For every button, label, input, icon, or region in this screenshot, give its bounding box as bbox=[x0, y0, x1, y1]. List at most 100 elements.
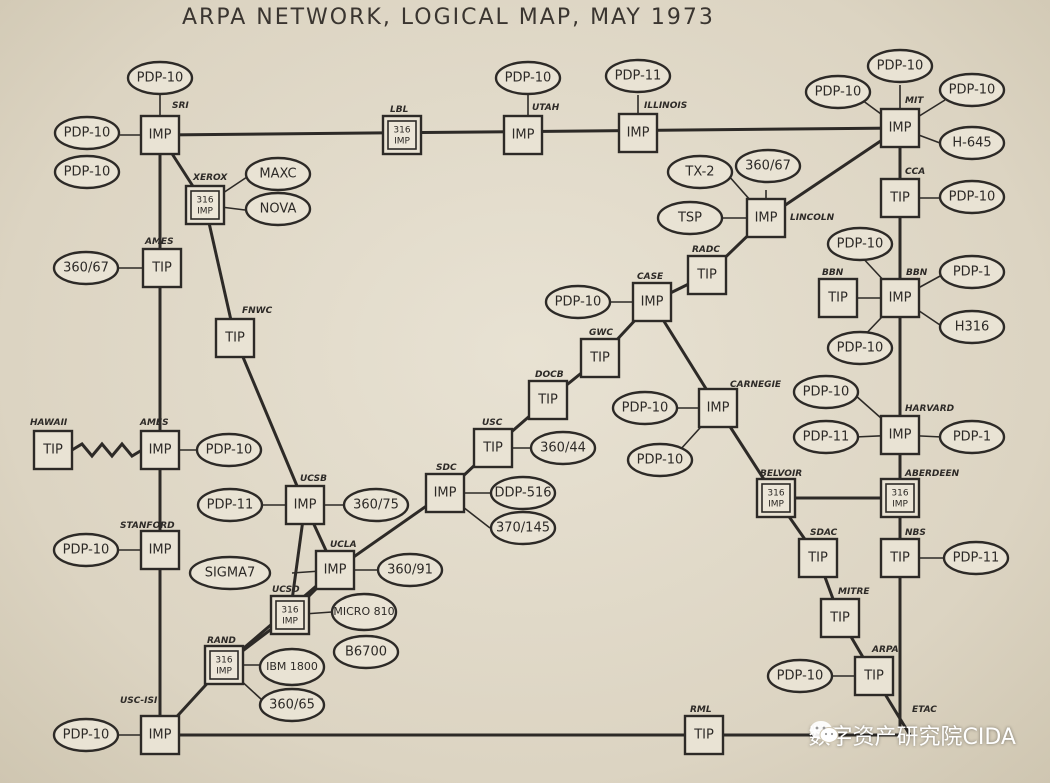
host-ellipse: 360/67 bbox=[734, 148, 802, 184]
host-label: SIGMA7 bbox=[205, 566, 256, 581]
host-ellipse: 370/145 bbox=[489, 510, 557, 546]
host-label: PDP-10 bbox=[64, 165, 111, 180]
node-type: TIP bbox=[482, 441, 503, 456]
host-label: PDP-10 bbox=[206, 443, 253, 458]
node-type: TIP bbox=[42, 443, 63, 458]
host-ellipse: MICRO 810 bbox=[330, 592, 398, 632]
site-label: SDAC bbox=[810, 528, 838, 538]
host-label: PDP-10 bbox=[777, 669, 824, 684]
host-ellipse: IBM 1800 bbox=[258, 647, 326, 687]
host-ellipse: DDP-516 bbox=[489, 475, 557, 511]
host-ellipse: PDP-10 bbox=[826, 330, 894, 366]
host-ellipse: PDP-10 bbox=[938, 179, 1006, 215]
host-ellipse: PDP-11 bbox=[792, 419, 860, 455]
watermark: 数字资产研究院CIDA bbox=[809, 719, 1016, 751]
node-type: TIP bbox=[693, 728, 714, 743]
host-label: PDP-1 bbox=[953, 430, 991, 445]
host-label: 360/75 bbox=[353, 498, 399, 513]
node-ucsb: IMP bbox=[284, 484, 326, 526]
site-label: ABERDEEN bbox=[904, 469, 960, 479]
host-label: 360/67 bbox=[745, 159, 791, 174]
node-type: IMP bbox=[889, 428, 912, 443]
host-label: PDP-11 bbox=[803, 430, 850, 445]
node-fnwc: TIP bbox=[214, 317, 256, 359]
host-ellipse: PDP-10 bbox=[195, 432, 263, 468]
host-ellipse: NOVA bbox=[244, 191, 312, 227]
host-label: 360/44 bbox=[540, 441, 586, 456]
node-type: TIP bbox=[224, 331, 245, 346]
node-gwc: TIP bbox=[579, 337, 621, 379]
node-type: IMP bbox=[892, 500, 908, 510]
host-ellipse: PDP-10 bbox=[626, 442, 694, 478]
node-model: 316 bbox=[891, 489, 908, 499]
node-harvard: IMP bbox=[879, 414, 921, 456]
site-label: ARPA bbox=[871, 645, 899, 655]
host-ellipse: SIGMA7 bbox=[188, 555, 272, 591]
site-label: USC bbox=[482, 418, 503, 428]
site-label: UTAH bbox=[532, 103, 560, 113]
host-label: PDP-10 bbox=[622, 401, 669, 416]
host-ellipse: PDP-10 bbox=[52, 717, 120, 753]
host-ellipse: PDP-10 bbox=[866, 48, 934, 84]
host-label: PDP-10 bbox=[949, 190, 996, 205]
host-label: PDP-10 bbox=[64, 126, 111, 141]
host-ellipse: PDP-10 bbox=[938, 72, 1006, 108]
node-type: TIP bbox=[889, 551, 910, 566]
node-stanford: IMP bbox=[139, 529, 181, 571]
node-mitre: TIP bbox=[819, 597, 861, 639]
host-label: PDP-11 bbox=[615, 69, 662, 84]
node-type: TIP bbox=[696, 268, 717, 283]
node-bbn-tip: TIP bbox=[817, 277, 859, 319]
site-label: CCA bbox=[905, 167, 925, 177]
host-ellipse: PDP-10 bbox=[792, 374, 860, 410]
node-type: IMP bbox=[294, 498, 317, 513]
host-label: PDP-10 bbox=[505, 71, 552, 86]
node-type: IMP bbox=[512, 128, 535, 143]
site-label: CARNEGIE bbox=[730, 380, 782, 390]
host-ellipse: PDP-10 bbox=[544, 284, 612, 320]
node-type: TIP bbox=[807, 551, 828, 566]
site-label: NBS bbox=[905, 528, 926, 538]
host-label: 360/67 bbox=[63, 261, 109, 276]
host-label: MAXC bbox=[259, 167, 296, 182]
host-label: PDP-10 bbox=[803, 385, 850, 400]
host-label: DDP-516 bbox=[494, 486, 551, 501]
node-type: IMP bbox=[149, 443, 172, 458]
host-ellipse: PDP-10 bbox=[126, 60, 194, 96]
host-ellipse: PDP-10 bbox=[766, 658, 834, 694]
host-label: H316 bbox=[955, 320, 990, 335]
site-label: SRI bbox=[172, 101, 189, 111]
node-docb: TIP bbox=[527, 379, 569, 421]
node-ames-imp: IMP bbox=[139, 429, 181, 471]
host-ellipse: H316 bbox=[938, 309, 1006, 345]
node-type: TIP bbox=[589, 351, 610, 366]
site-label: CASE bbox=[637, 272, 664, 282]
host-label: 360/91 bbox=[387, 563, 433, 578]
host-label: PDP-10 bbox=[137, 71, 184, 86]
site-label: RML bbox=[690, 705, 712, 715]
node-sdac: TIP bbox=[797, 537, 839, 579]
host-label: PDP-10 bbox=[555, 295, 602, 310]
node-type: IMP bbox=[324, 563, 347, 578]
host-label: PDP-10 bbox=[837, 237, 884, 252]
host-label: IBM 1800 bbox=[266, 660, 318, 673]
host-label: PDP-10 bbox=[837, 341, 884, 356]
site-label: UCLA bbox=[330, 540, 357, 550]
host-label: PDP-1 bbox=[953, 265, 991, 280]
node-utah: IMP bbox=[502, 114, 544, 156]
node-model: 316 bbox=[767, 489, 784, 499]
node-type: IMP bbox=[394, 137, 410, 147]
site-label: HAWAII bbox=[30, 418, 68, 428]
site-label: MIT bbox=[905, 96, 924, 106]
node-nbs: TIP bbox=[879, 537, 921, 579]
site-label: UCSD bbox=[272, 585, 300, 595]
node-type: IMP bbox=[889, 291, 912, 306]
node-type: IMP bbox=[641, 295, 664, 310]
node-radc: TIP bbox=[686, 254, 728, 296]
site-label: STANFORD bbox=[120, 521, 175, 531]
host-ellipse: PDP-10 bbox=[53, 115, 121, 151]
